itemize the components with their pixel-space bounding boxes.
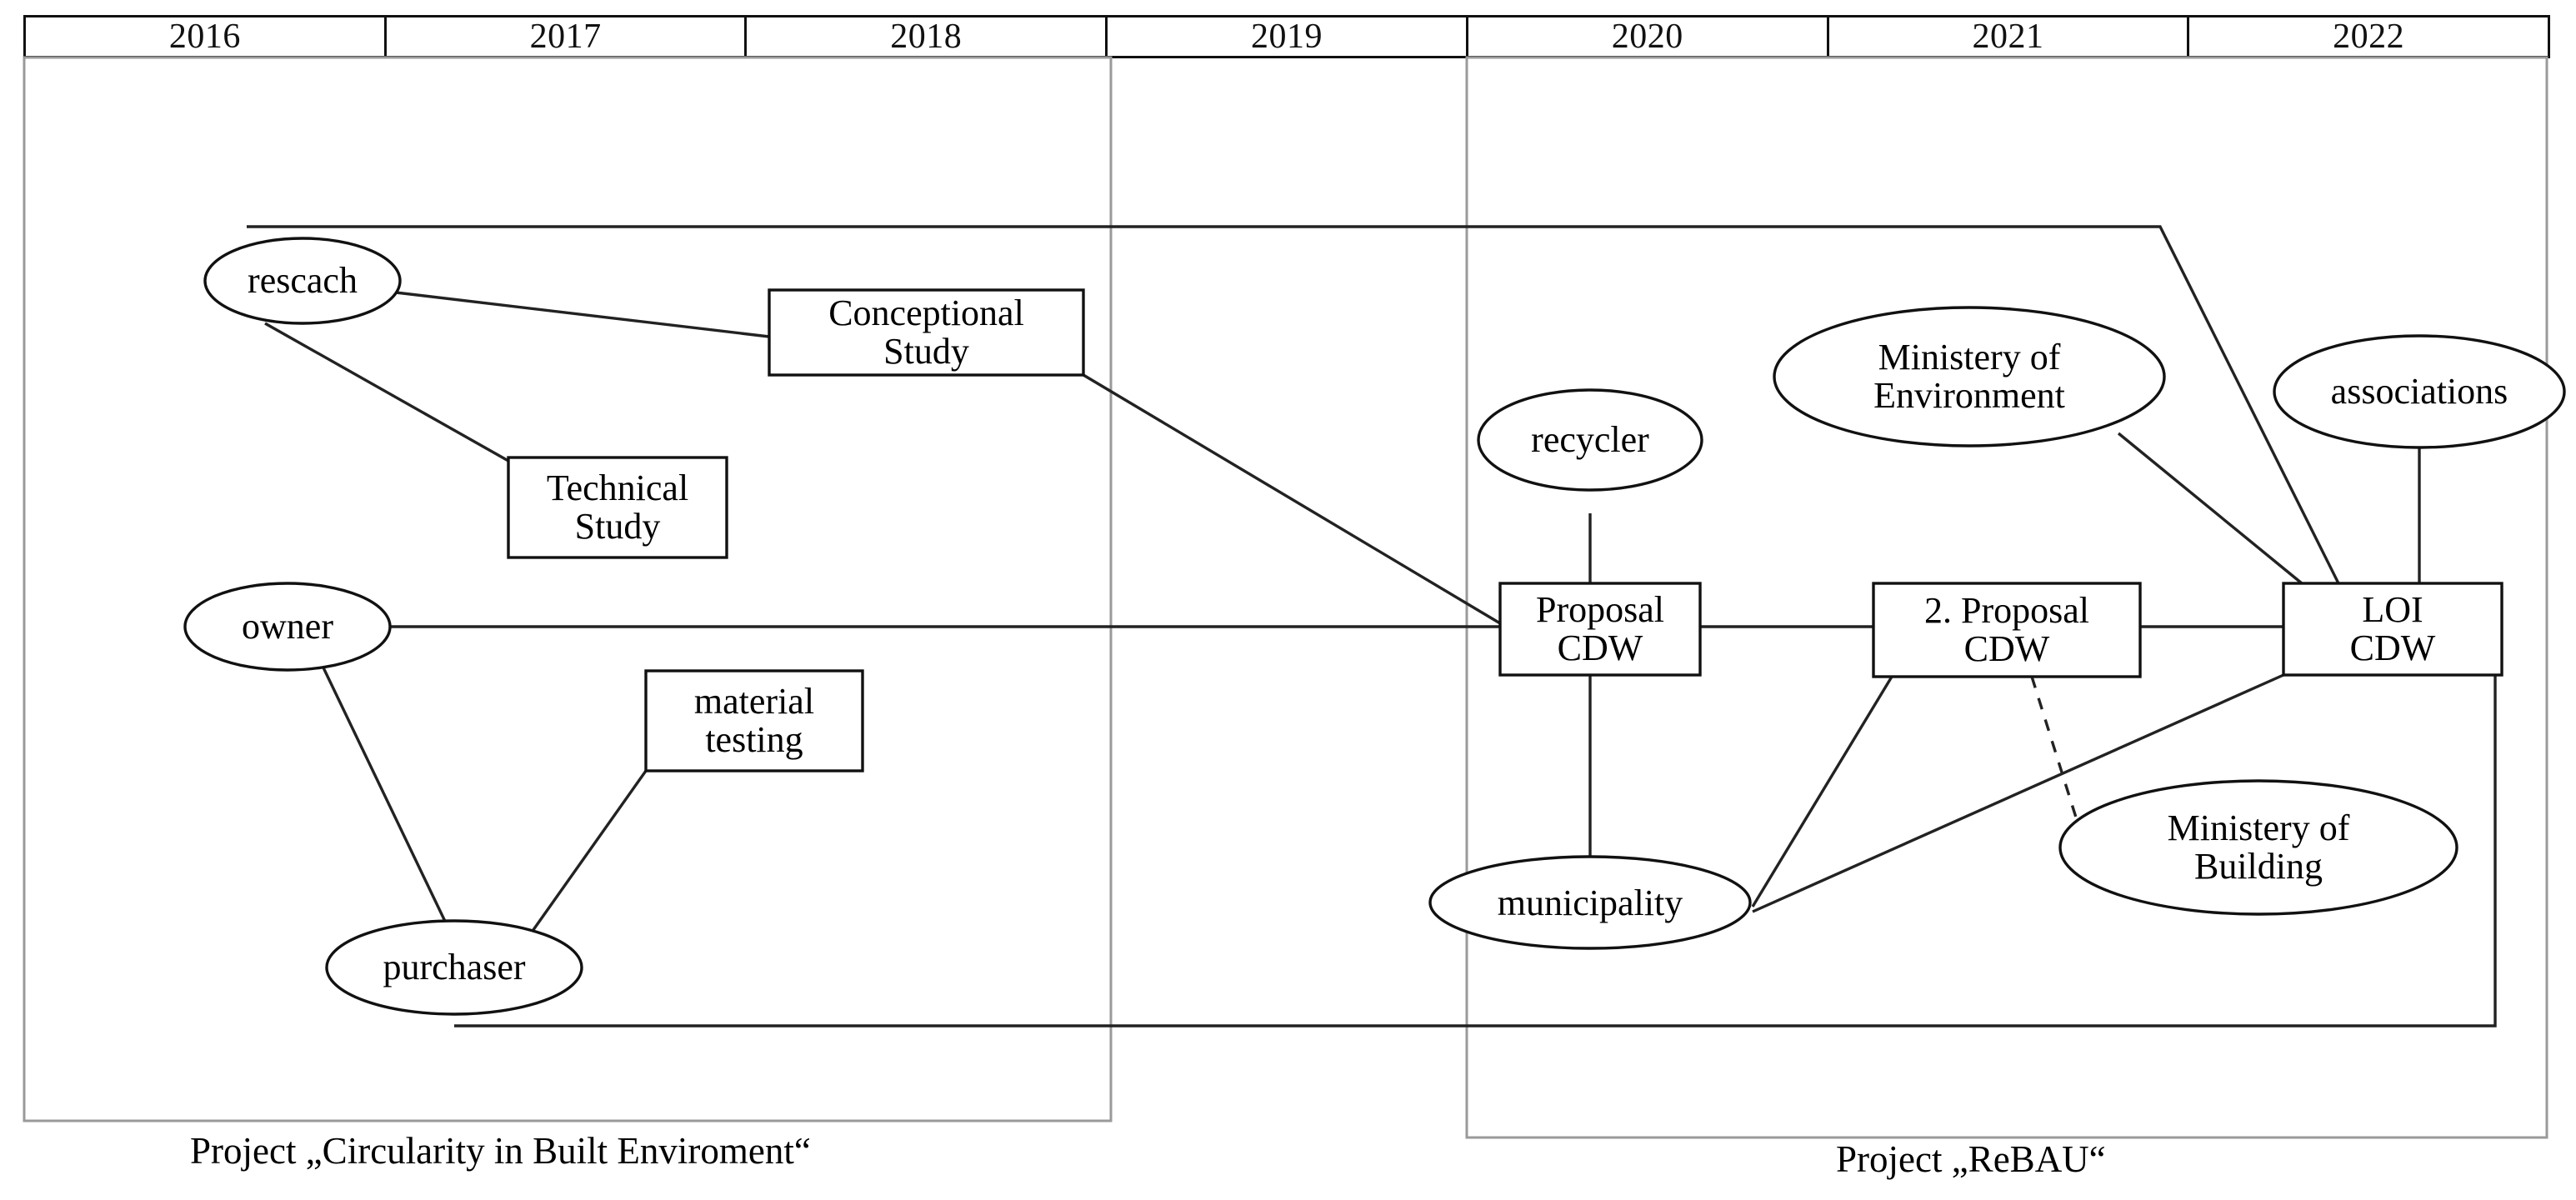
edge-material-purchaser [529,770,648,934]
node-shape-owner[interactable] [183,582,392,672]
edge-rescach-loi-cdw [247,225,2340,584]
year-cell-2019: 2019 [1108,18,1468,56]
edge-ministry-env-loi-cdw [2117,432,2303,585]
edge-municipality-loi-cdw [1752,673,2284,913]
node-shape-conceptional[interactable] [768,288,1085,377]
edge-proposal2-ministry-building [2030,676,2083,834]
node-shape-associations[interactable] [2273,334,2566,449]
edge-conceptional-proposal-cdw [1083,373,1501,625]
node-shape-ministry-bld[interactable] [2058,779,2458,916]
node-shape-rescach[interactable] [203,237,402,325]
project-caption-circularity: Project „Circularity in Built Enviroment… [190,1130,811,1172]
node-shape-proposal2-cdw[interactable] [1872,582,2142,678]
project-frame-circularity [23,56,1113,1122]
edge-purchaser-loi-cdw [454,675,2497,1028]
edge-proposal2-municipality [1751,676,1893,908]
node-shape-loi-cdw[interactable] [2282,582,2503,677]
edge-rescach-technical [264,322,509,462]
project-caption-rebau: Project „ReBAU“ [1836,1138,2106,1180]
year-cell-2017: 2017 [387,18,748,56]
project-frame-rebau [1465,56,2548,1139]
node-shape-municipality[interactable] [1428,855,1752,950]
node-shape-recycler[interactable] [1477,388,1703,492]
node-shape-purchaser[interactable] [325,919,583,1016]
year-cell-2021: 2021 [1829,18,2190,56]
node-shape-proposal-cdw[interactable] [1498,582,1702,677]
year-cell-2022: 2022 [2333,18,2405,56]
edge-rescach-conceptional [332,283,770,338]
node-shape-ministry-env[interactable] [1773,306,2166,448]
node-shape-material[interactable] [644,669,864,772]
edge-owner-purchaser [320,663,452,932]
year-cell-2018: 2018 [747,18,1108,56]
year-cell-2020: 2020 [1468,18,1829,56]
year-header-bar: 2016 2017 2018 2019 2020 2021 2022 [23,15,2550,58]
year-cell-2016: 2016 [26,18,387,56]
node-shape-technical[interactable] [507,456,728,559]
